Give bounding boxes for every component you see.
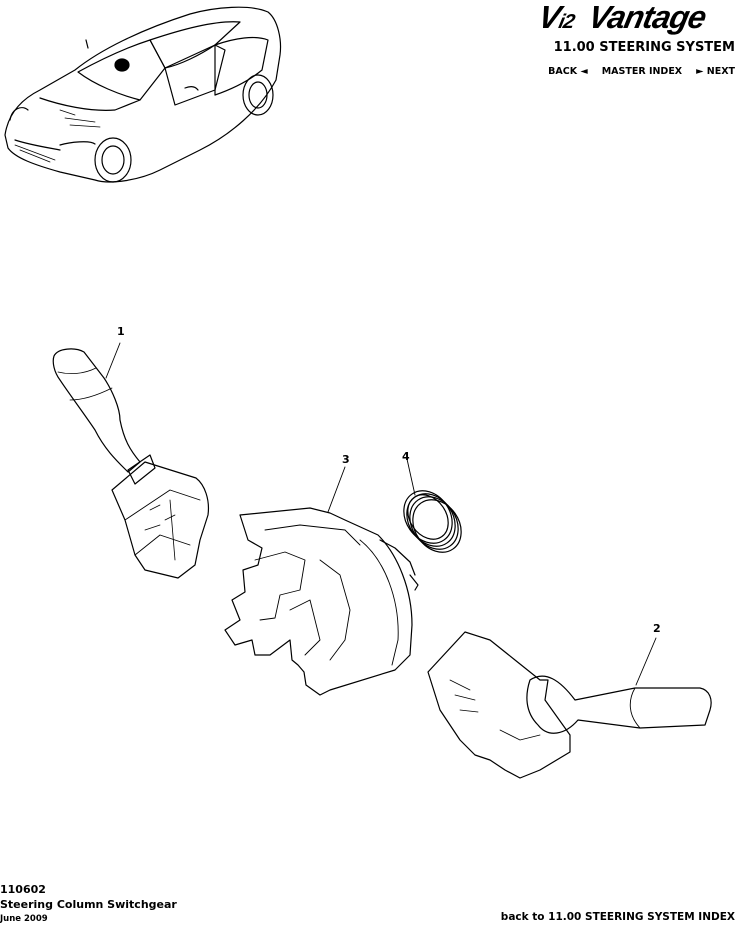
callout-2: 2: [653, 622, 661, 635]
clockspring-housing-part: [224, 466, 419, 696]
callout-4: 4: [402, 450, 410, 463]
coil-spring-part: [403, 458, 462, 553]
diagram-name: Steering Column Switchgear: [0, 898, 177, 911]
diagram-code: 110602: [0, 883, 46, 896]
back-link[interactable]: BACK ◄: [548, 66, 588, 77]
svg-text:Vantage: Vantage: [585, 0, 710, 35]
callout-3: 3: [342, 453, 350, 466]
svg-text:i2: i2: [557, 11, 578, 33]
nav-bar: BACK ◄ MASTER INDEX ► NEXT: [548, 66, 735, 77]
section-title: 11.00 STEERING SYSTEM: [553, 40, 735, 55]
car-locator-icon: [4, 6, 282, 183]
next-link[interactable]: ► NEXT: [696, 66, 735, 77]
vantage-logo: V i2 Vantage: [533, 0, 737, 44]
v12-vantage-logo-icon: V i2 Vantage: [535, 0, 710, 35]
footer-info: 110602 Steering Column Switchgear June 2…: [0, 882, 177, 926]
diagram-date: June 2009: [0, 914, 48, 924]
master-index-link[interactable]: MASTER INDEX: [601, 66, 683, 77]
right-stalk-switch-part: [427, 631, 712, 779]
callout-1: 1: [117, 325, 125, 338]
back-to-index-link[interactable]: back to 11.00 STEERING SYSTEM INDEX: [500, 911, 735, 923]
left-stalk-switch-part: [52, 342, 210, 579]
